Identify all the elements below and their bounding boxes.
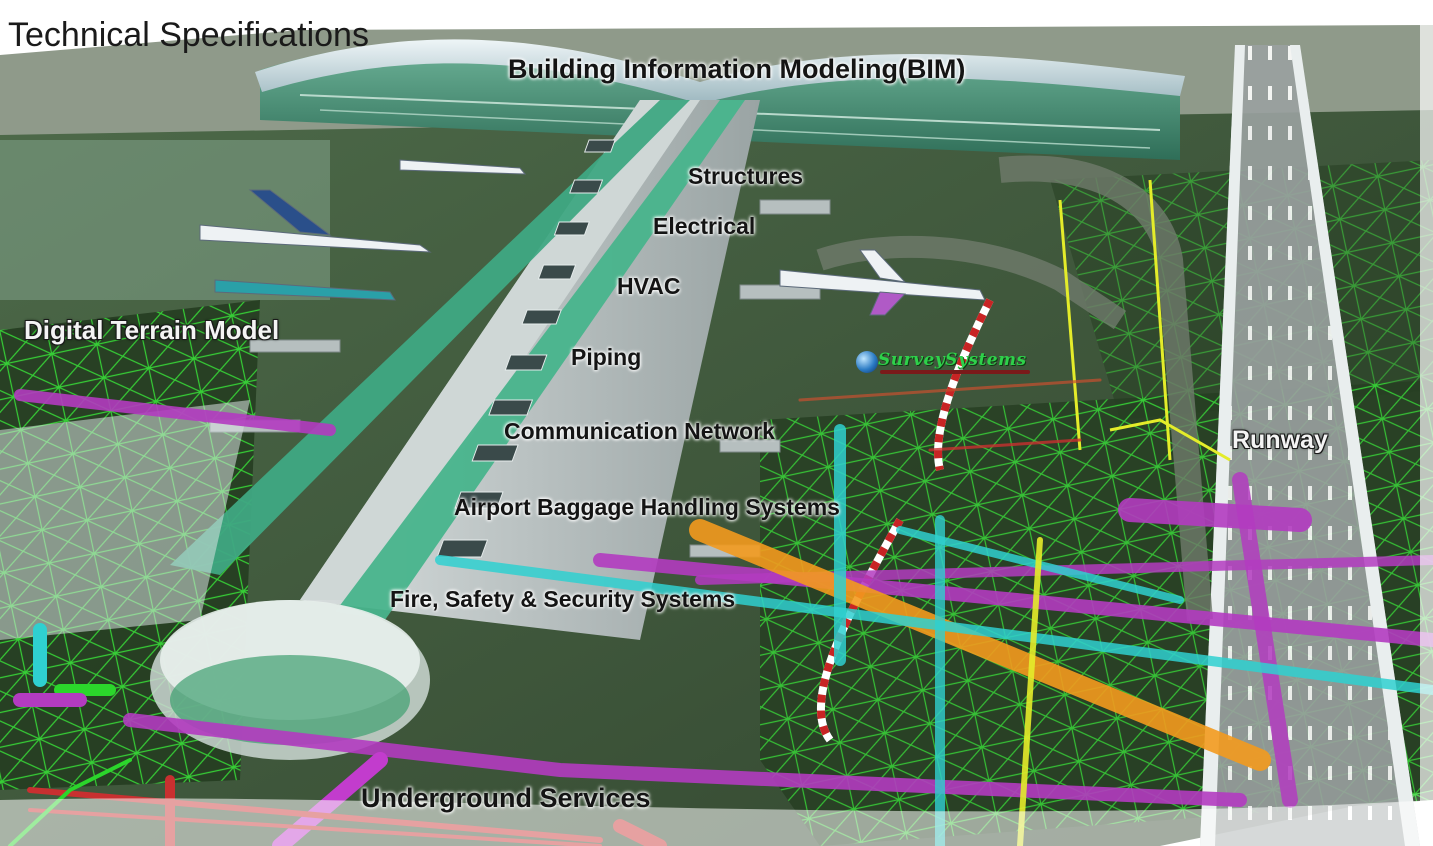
label-piping: Piping [571, 344, 642, 370]
label-hvac: HVAC [617, 273, 681, 299]
logo-tagline-bar [880, 370, 1030, 374]
logo-wordmark: SurveySystems [878, 350, 1027, 370]
survey-company-logo: SurveySystems [854, 348, 1040, 380]
label-runway: Runway [1232, 426, 1328, 454]
label-bim: Building Information Modeling(BIM) [508, 54, 966, 84]
label-fire-safety-security: Fire, Safety & Security Systems [390, 586, 736, 612]
label-structures: Structures [688, 163, 804, 189]
label-baggage-handling: Airport Baggage Handling Systems [454, 494, 840, 520]
label-communication-network: Communication Network [504, 418, 775, 444]
label-digital-terrain-model: Digital Terrain Model [24, 315, 280, 345]
page-title: Technical Specifications [8, 16, 369, 54]
label-electrical: Electrical [653, 213, 756, 239]
label-underground-services: Underground Services [361, 783, 651, 813]
globe-icon [856, 351, 878, 373]
